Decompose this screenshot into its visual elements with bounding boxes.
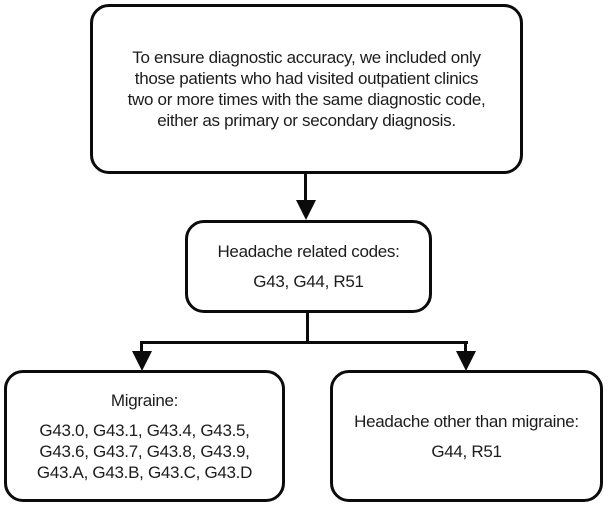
headache-codes-title: Headache related codes: (217, 242, 400, 261)
migraine-title: Migraine: (110, 390, 179, 410)
arrow-to-other-headache-line (464, 343, 467, 353)
criteria-text-line: To ensure diagnostic accuracy, we includ… (132, 48, 481, 67)
split-connector-stem-line (306, 313, 309, 343)
migraine-codes-line: G43.0, G43.1, G43.4, G43.5, (39, 420, 250, 440)
split-connector-horizontal-line (140, 341, 468, 344)
arrow-criteria-to-codes-line (304, 174, 307, 202)
inclusion-criteria-box: To ensure diagnostic accuracy, we includ… (90, 4, 523, 174)
other-headache-title: Headache other than migraine: (354, 411, 579, 431)
arrowhead-down-icon (456, 351, 476, 371)
other-headache-box: Headache other than migraine: G44, R51 (330, 370, 603, 502)
criteria-text-line: either as primary or secondary diagnosis… (157, 111, 456, 130)
arrow-to-migraine-line (140, 343, 143, 353)
arrowhead-down-icon (132, 351, 152, 371)
headache-codes-value: G43, G44, R51 (253, 272, 364, 291)
migraine-box: Migraine: G43.0, G43.1, G43.4, G43.5, G4… (4, 370, 285, 502)
criteria-text-line: those patients who had visited outpatien… (134, 69, 479, 88)
migraine-codes-line: G43.6, G43.7, G43.8, G43.9, (39, 441, 250, 461)
criteria-text-line: two or more times with the same diagnost… (127, 90, 486, 109)
migraine-codes-line: G43.A, G43.B, G43.C, G43.D (36, 462, 253, 482)
headache-codes-box: Headache related codes: G43, G44, R51 (185, 220, 432, 313)
arrowhead-down-icon (296, 200, 316, 220)
other-headache-codes: G44, R51 (431, 441, 502, 461)
